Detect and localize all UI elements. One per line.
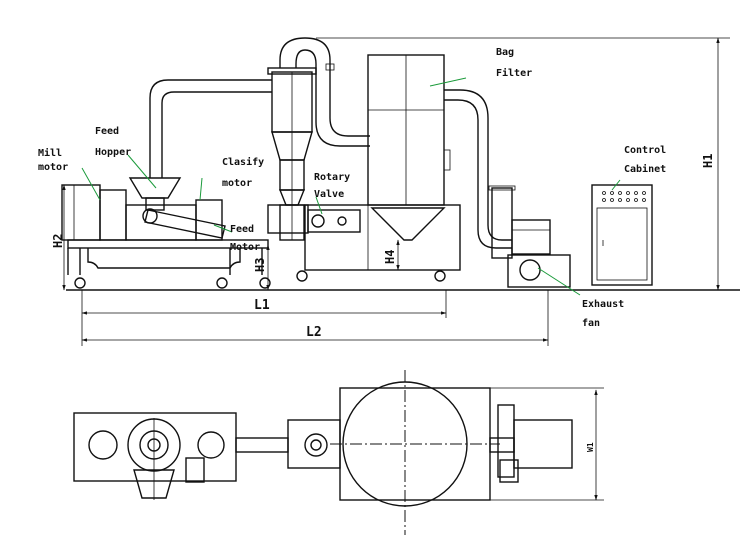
duct-mill-to-cyclone: [149, 79, 272, 178]
dim-h1: H1: [701, 154, 715, 168]
dim-l2: L2: [306, 325, 322, 340]
mill-motor-label-2: motor: [38, 162, 68, 173]
feed-motor-label-1: Feed: [230, 224, 254, 235]
plan-duct-left: [235, 437, 289, 453]
rotary-valve-label-2: Valve: [314, 189, 344, 200]
mill-motor: [61, 184, 127, 241]
rotary-valve-label-1: Rotary: [314, 172, 350, 183]
component-labels: Mill motor Feed Hopper Clasify motor Fee…: [38, 47, 666, 329]
dim-h4: H4: [383, 250, 397, 264]
feed-hopper-label-1: Feed: [95, 126, 119, 137]
rotary-valve: [267, 204, 361, 234]
mill-body: [125, 177, 226, 241]
classify-motor-label-2: motor: [222, 178, 252, 189]
classify-motor-label-1: Clasify: [222, 156, 264, 168]
dim-l1: L1: [254, 298, 270, 313]
plan-view: W1: [73, 370, 604, 535]
dimension-labels: H1 H2 H3 H4 L1 L2: [51, 154, 715, 340]
plan-feed-hopper: [133, 469, 175, 499]
mill-motor-label-1: Mill: [38, 147, 62, 159]
feed-hopper-label-2: Hopper: [95, 147, 131, 158]
control-cabinet: [591, 184, 653, 286]
feed-hopper-shape: [128, 177, 182, 199]
cyclone: [267, 67, 317, 241]
bag-filter-label-1: Bag: [496, 47, 514, 58]
exhaust-fan-label-2: fan: [582, 318, 600, 329]
feed-motor-label-2: Motor: [230, 242, 260, 253]
dim-h2: H2: [51, 234, 65, 248]
dim-h3: H3: [253, 258, 267, 272]
front-elevation: Mill motor Feed Hopper Clasify motor Fee…: [38, 37, 740, 346]
control-cabinet-label-1: Control: [624, 145, 666, 156]
dim-w1: W1: [586, 442, 595, 452]
control-cabinet-label-2: Cabinet: [624, 163, 666, 175]
duct-filter-to-fan: [444, 89, 516, 259]
bag-filter: [296, 54, 461, 282]
screw-feeder: [144, 209, 226, 239]
duct-cyclone-to-filter: [279, 37, 370, 147]
plan-mill-motor: [88, 430, 118, 460]
dimension-lines: [62, 37, 730, 346]
exhaust-fan-label-1: Exhaust: [582, 299, 624, 310]
leader-lines: [81, 77, 621, 296]
bag-filter-label-2: Filter: [496, 67, 532, 79]
plan-exhaust-fan: [513, 419, 573, 469]
exhaust-fan: [507, 219, 571, 288]
